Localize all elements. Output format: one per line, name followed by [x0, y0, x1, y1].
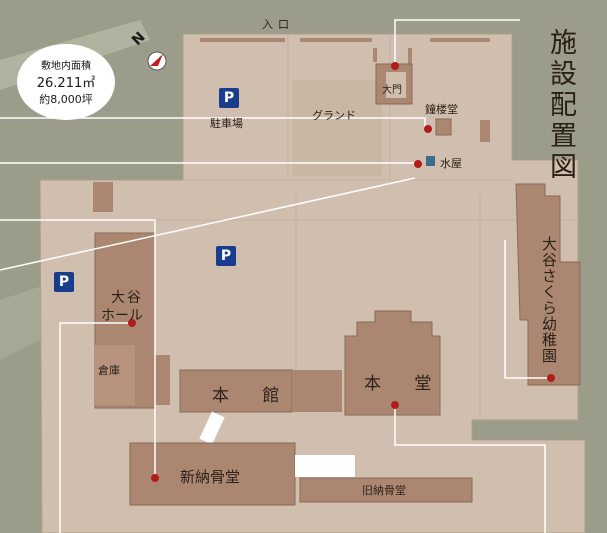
site-area-label: 敷地内面積	[41, 61, 91, 72]
bell-tower-annex	[480, 120, 490, 142]
kindergarten	[515, 183, 581, 386]
site-area-approx: 約8,000坪	[39, 93, 93, 106]
parking-icon: P	[54, 272, 74, 292]
bell-tower-label: 鐘楼堂	[425, 103, 458, 116]
gate-inner	[386, 72, 406, 98]
bell-tower	[435, 118, 452, 136]
main-link	[292, 370, 342, 412]
new-ossuary-label: 新納骨堂	[180, 468, 241, 486]
new-ossuary	[129, 442, 296, 506]
old-ossuary-label: 旧納骨堂	[362, 484, 406, 497]
main-hall-label: 本 堂	[364, 374, 446, 394]
water-house	[426, 156, 435, 166]
water-house-label: 水屋	[440, 157, 462, 170]
marker-bell-tower	[424, 125, 432, 133]
entrance-walls	[200, 38, 490, 64]
parking-icon: P	[219, 88, 239, 108]
leader-lines	[0, 19, 551, 533]
otani-hall-label-1: 大谷	[111, 290, 143, 306]
ground	[292, 80, 382, 176]
gate-label: 大門	[382, 85, 402, 96]
marker-kindergarten	[547, 374, 555, 382]
main-building-label: 本 館	[212, 386, 294, 406]
otani-hall-label-2: ホール	[101, 308, 143, 324]
storehouse-label: 倉庫	[98, 364, 120, 377]
ossuary-connector	[295, 455, 355, 477]
marker-gate	[391, 62, 399, 70]
compass-icon	[147, 51, 167, 71]
site-area-badge: 敷地内面積 26.211㎡ 約8,000坪	[17, 44, 115, 120]
small-building	[93, 182, 113, 212]
map-title: 施設配置図	[545, 28, 576, 183]
marker-new-ossuary	[151, 474, 159, 482]
entrance-label: 入口	[262, 18, 294, 31]
storehouse	[95, 345, 135, 405]
marker-main-hall	[391, 401, 399, 409]
marker-water-house	[414, 160, 422, 168]
old-ossuary	[299, 477, 473, 503]
ground-label: グランド	[312, 109, 356, 122]
markers	[128, 62, 555, 482]
marker-otani-hall	[128, 319, 136, 327]
main-hall	[344, 310, 441, 416]
parking-icon: P	[216, 246, 236, 266]
connector	[199, 411, 225, 445]
kindergarten-label: 大谷さくら幼稚園	[540, 236, 558, 364]
site-area-value: 26.211㎡	[36, 76, 96, 91]
site-area	[39, 33, 586, 533]
main-building	[179, 369, 293, 413]
parking-lot-label: 駐車場	[210, 117, 243, 130]
